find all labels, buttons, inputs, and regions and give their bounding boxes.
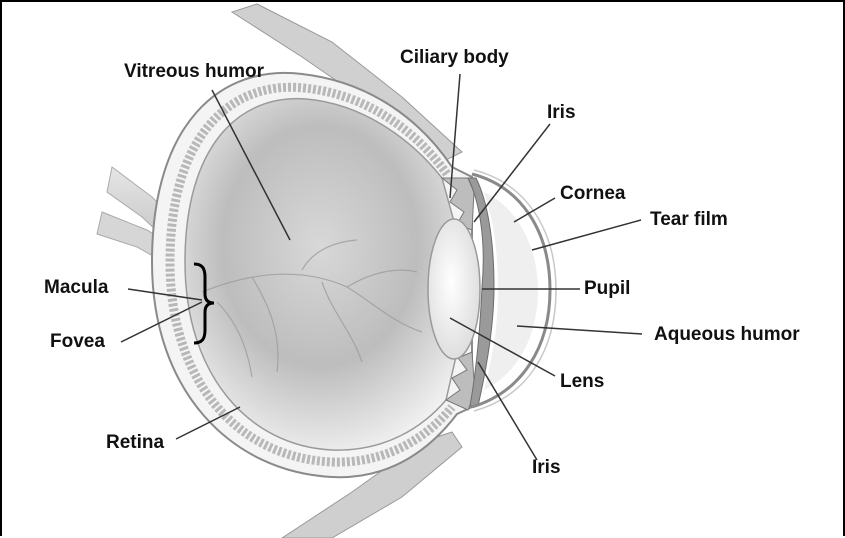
- lens: [428, 219, 480, 359]
- label-pupil: Pupil: [584, 279, 630, 298]
- label-tear-film: Tear film: [650, 210, 728, 229]
- leader-aqueous: [517, 326, 642, 334]
- label-cornea: Cornea: [560, 184, 625, 203]
- label-ciliary-body: Ciliary body: [400, 48, 509, 67]
- label-fovea: Fovea: [50, 332, 105, 351]
- label-retina: Retina: [106, 433, 164, 452]
- label-lens: Lens: [560, 372, 604, 391]
- label-iris-top: Iris: [547, 103, 576, 122]
- label-iris-bottom: Iris: [532, 458, 561, 477]
- leader-tear-film: [532, 220, 641, 250]
- label-macula: Macula: [44, 278, 108, 297]
- label-vitreous-humor: Vitreous humor: [124, 62, 264, 81]
- label-aqueous-humor: Aqueous humor: [654, 325, 800, 344]
